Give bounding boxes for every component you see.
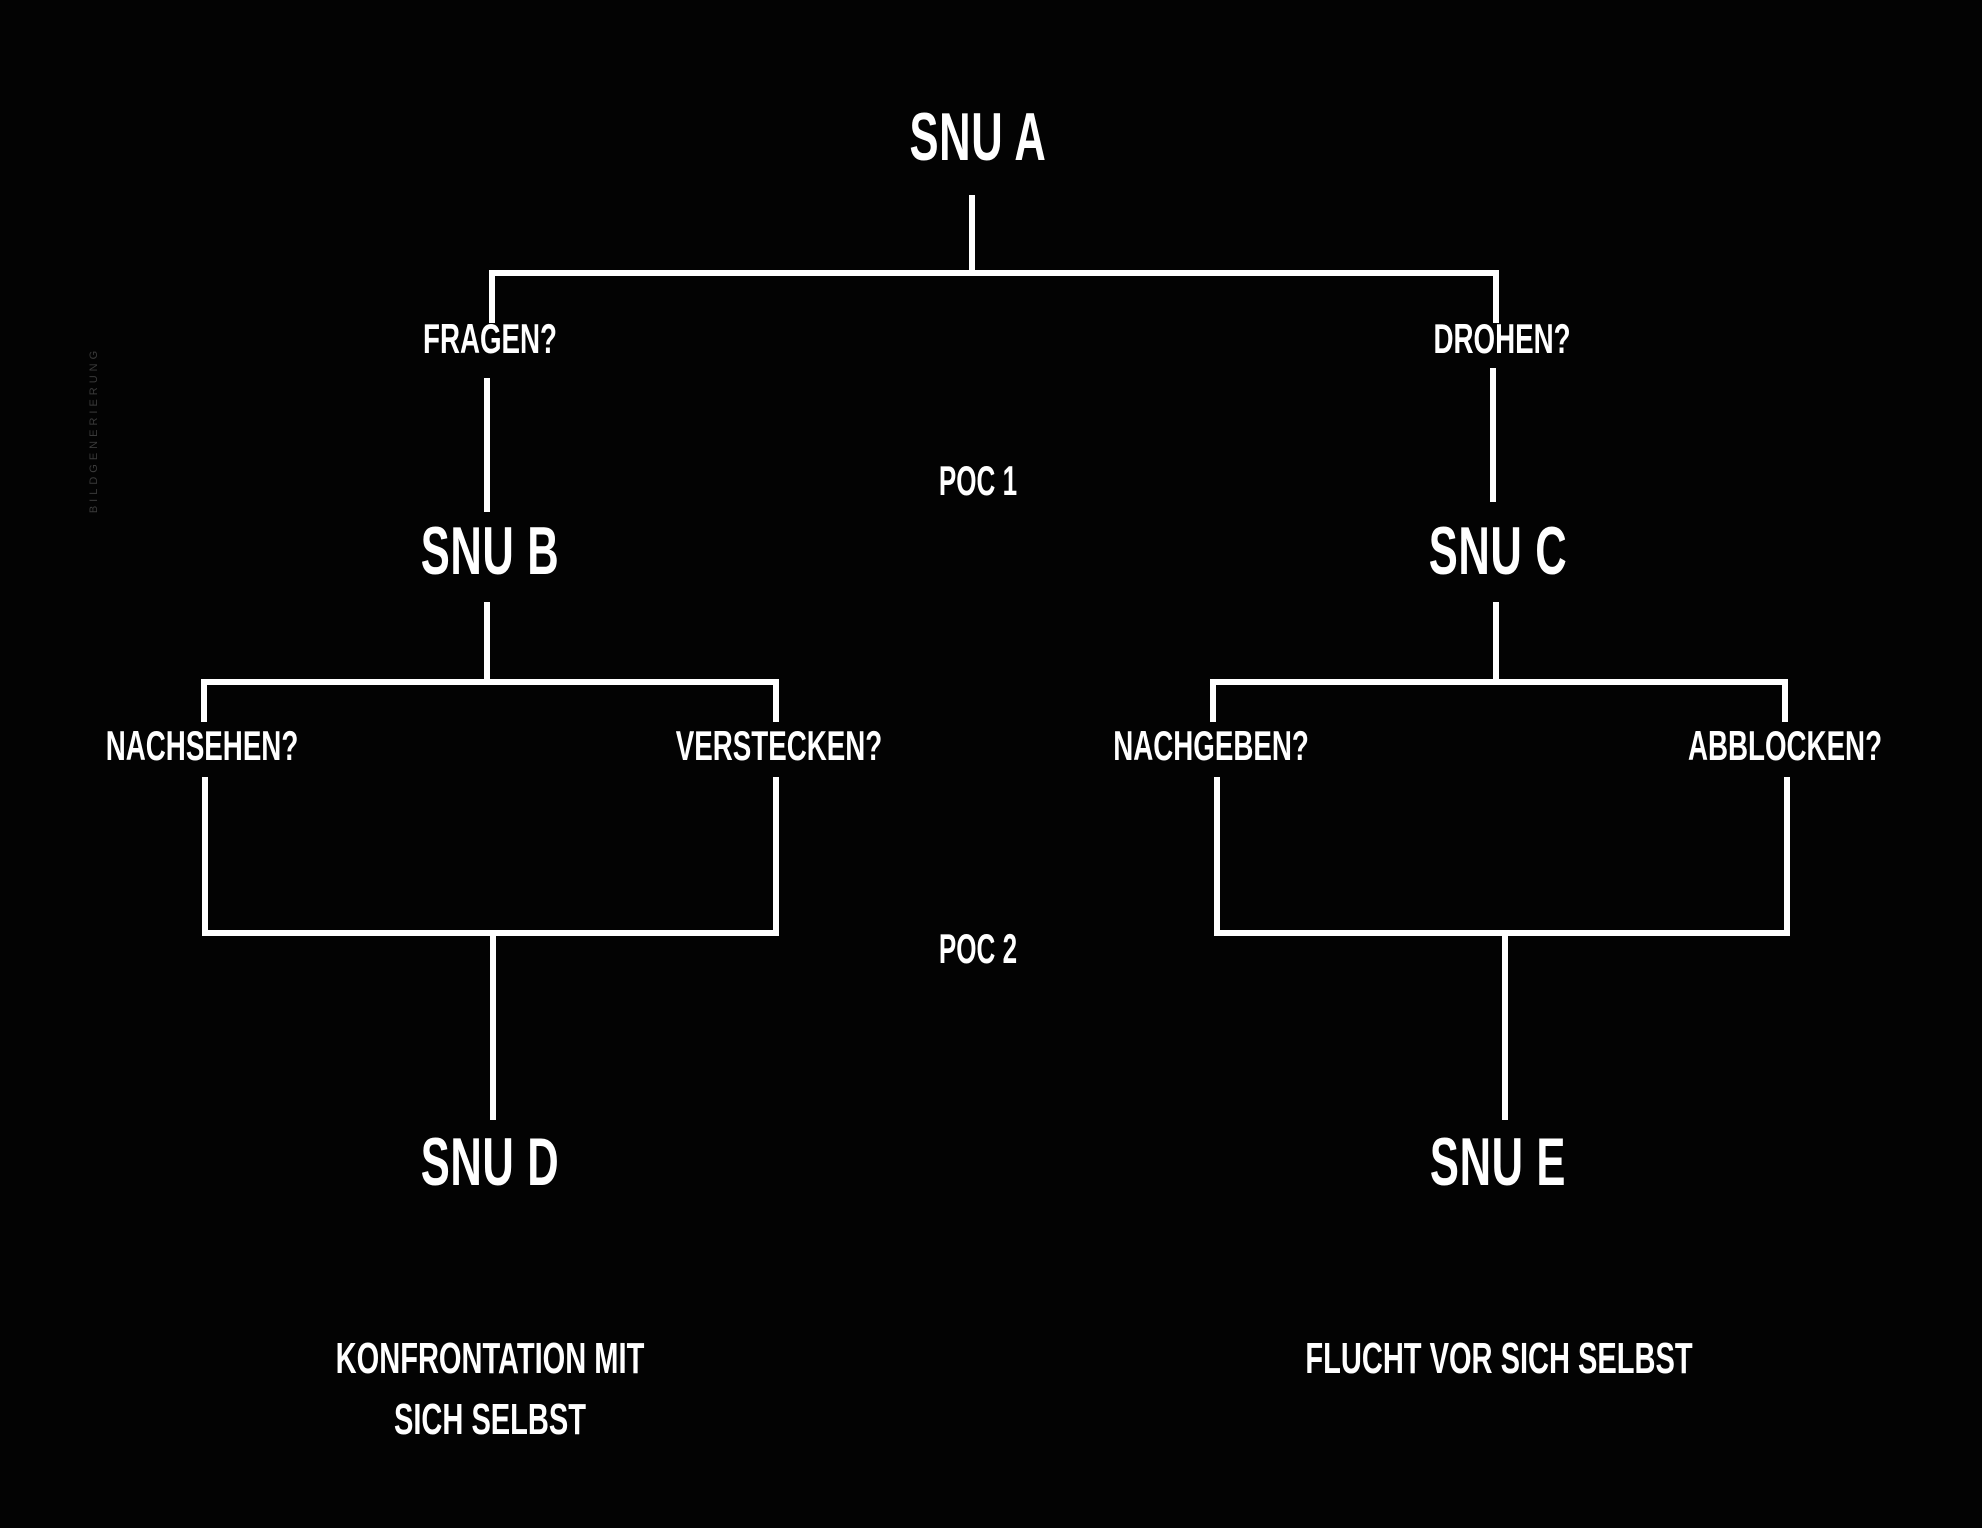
question-nachgeben: NACHGEBEN?: [1113, 722, 1309, 769]
node-snu-e: SNU E: [1429, 1124, 1567, 1200]
node-snu-c: SNU C: [1428, 513, 1568, 589]
connector-a-bracket: [489, 270, 1499, 323]
question-fragen: FRAGEN?: [423, 315, 557, 362]
poc-1-label: POC 1: [938, 457, 1018, 504]
question-abblocken: ABBLOCKEN?: [1687, 722, 1883, 769]
node-snu-a: SNU A: [909, 99, 1047, 175]
question-drohen: DROHEN?: [1433, 315, 1571, 362]
connector-b-bracket: [201, 679, 779, 722]
connector-left-merge: [202, 777, 779, 936]
side-caption: BILDGENERIERUNG: [88, 346, 100, 514]
question-verstecken: VERSTECKEN?: [675, 722, 883, 769]
connector-c-bracket: [1210, 679, 1788, 722]
connector-right-merge: [1214, 777, 1790, 936]
outcome-right: FLUCHT VOR SICH SELBST: [1305, 1334, 1693, 1383]
node-snu-d: SNU D: [420, 1124, 560, 1200]
outcome-left: KONFRONTATION MIT SICH SELBST: [335, 1334, 645, 1444]
poc-2-label: POC 2: [938, 925, 1018, 972]
node-snu-b: SNU B: [420, 513, 560, 589]
question-nachsehen: NACHSEHEN?: [105, 722, 299, 769]
